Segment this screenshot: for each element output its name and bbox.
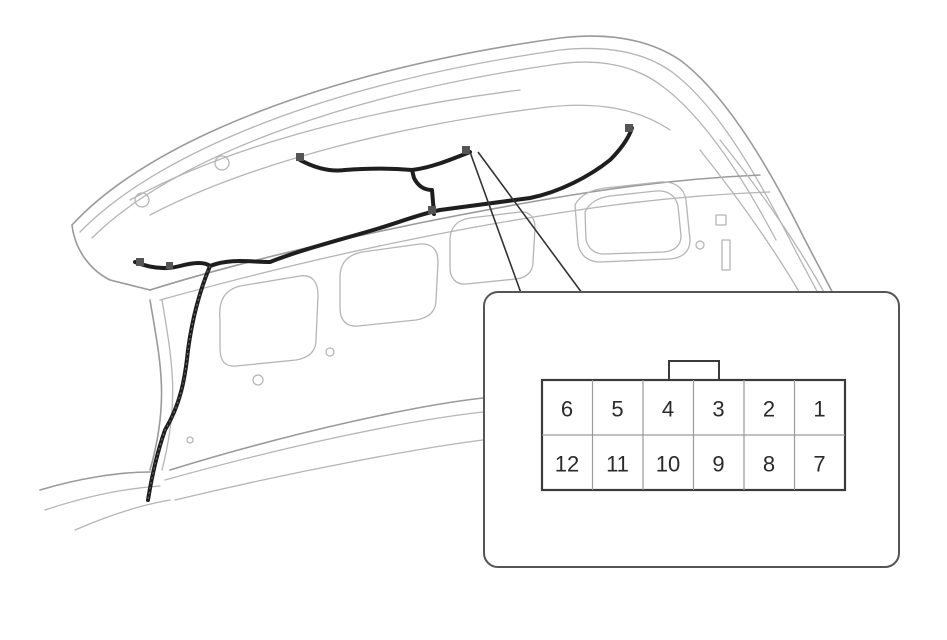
- connector-locking-tab: [668, 360, 720, 382]
- pin-label: 11: [606, 452, 629, 477]
- pin-label: 12: [555, 452, 579, 477]
- pin-label: 1: [813, 397, 825, 422]
- pin-label: 4: [662, 397, 674, 422]
- wiring-harness: [133, 124, 634, 502]
- pin-label: 9: [712, 452, 724, 477]
- pin-label: 3: [712, 397, 724, 422]
- pin-label: 8: [763, 452, 775, 477]
- pin-label: 7: [813, 452, 825, 477]
- pin-label: 2: [763, 397, 775, 422]
- callout-leader: [469, 151, 583, 294]
- pin-label: 6: [561, 397, 573, 422]
- connector-callout: 6 5 4 3 2 1 12 11 10 9 8 7: [483, 291, 900, 568]
- pin-label: 5: [611, 397, 623, 422]
- pin-label: 10: [656, 452, 680, 477]
